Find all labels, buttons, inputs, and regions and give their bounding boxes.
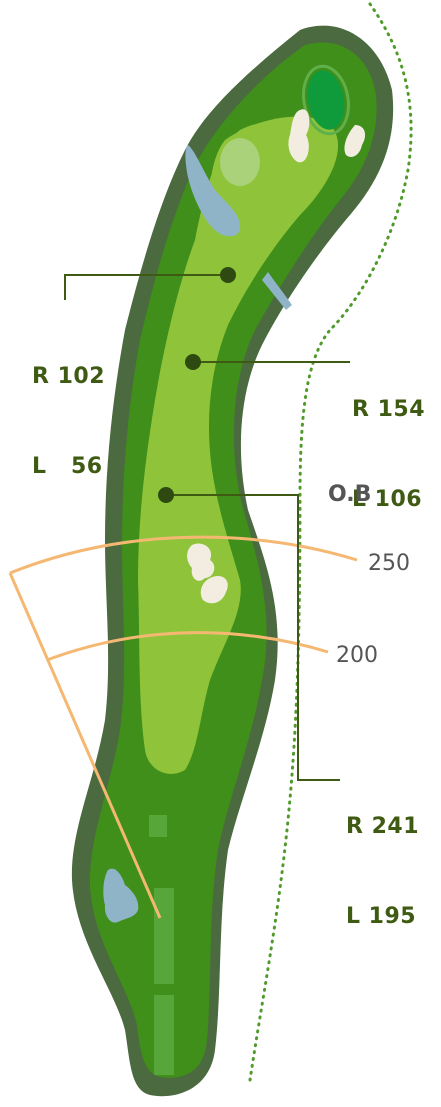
bunker-fairway [187,543,215,581]
tee-box-2 [154,888,174,984]
marker-line-3 [166,494,340,781]
tee-box-3 [154,995,174,1075]
marker-label-1-r: R 102 [32,364,106,389]
tee-box-1 [149,815,167,837]
fairway [138,120,333,774]
marker-label-3-l: L 195 [346,904,417,929]
marker-line-1 [64,274,228,300]
distance-label-200: 200 [336,643,378,668]
putting-green [307,70,345,130]
putting-green-edge [302,64,350,136]
marker-label-1-l: L 56 [32,454,103,479]
marker-dot-2 [185,354,201,370]
water-hazard-upper [185,145,241,237]
bunker-fairway-2 [200,575,228,604]
marker-label-2-l: L 106 [352,487,423,512]
marker-dot-3 [158,487,174,503]
marker-label-2-r: R 154 [352,397,426,422]
ob-boundary-line [248,2,413,1082]
distance-label-250: 250 [368,551,410,576]
marker-label-2: R 154 L 106 [352,335,425,545]
distance-line-tee [8,572,162,919]
ob-label: O.B [328,482,372,507]
bunker-green-right [344,125,366,157]
distance-arc-250 [9,535,358,575]
marker-label-1: R 102 L 56 [32,302,105,512]
fairway-patch [220,138,260,186]
distance-arc-200 [46,631,329,662]
bunker-green-left [288,109,310,163]
marker-label-3-r: R 241 [346,814,420,839]
water-hazard-lower [103,868,139,923]
marker-label-3: R 241 L 195 [346,752,419,962]
water-hazard-stream [262,272,292,310]
marker-dot-1 [220,267,236,283]
